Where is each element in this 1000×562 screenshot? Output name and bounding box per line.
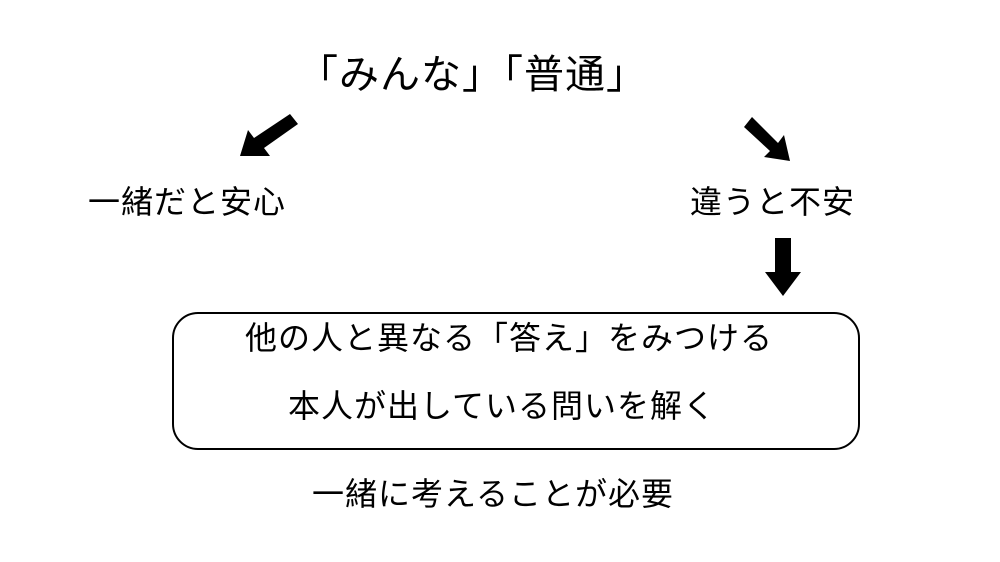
arrow-down-left-icon (240, 114, 298, 156)
left-branch-label: 一緒だと安心 (88, 183, 287, 221)
right-branch-label: 違うと不安 (690, 183, 856, 221)
arrow-down-icon (765, 238, 801, 296)
highlight-box (172, 312, 860, 450)
box-line-1: 他の人と異なる「答え」をみつける (245, 319, 774, 357)
box-line-2: 本人が出している問いを解く (288, 387, 717, 425)
diagram-title: 「みんな」「普通」 (298, 52, 647, 98)
arrow-down-right-icon (744, 117, 790, 161)
conclusion-text: 一緒に考えることが必要 (312, 475, 675, 513)
